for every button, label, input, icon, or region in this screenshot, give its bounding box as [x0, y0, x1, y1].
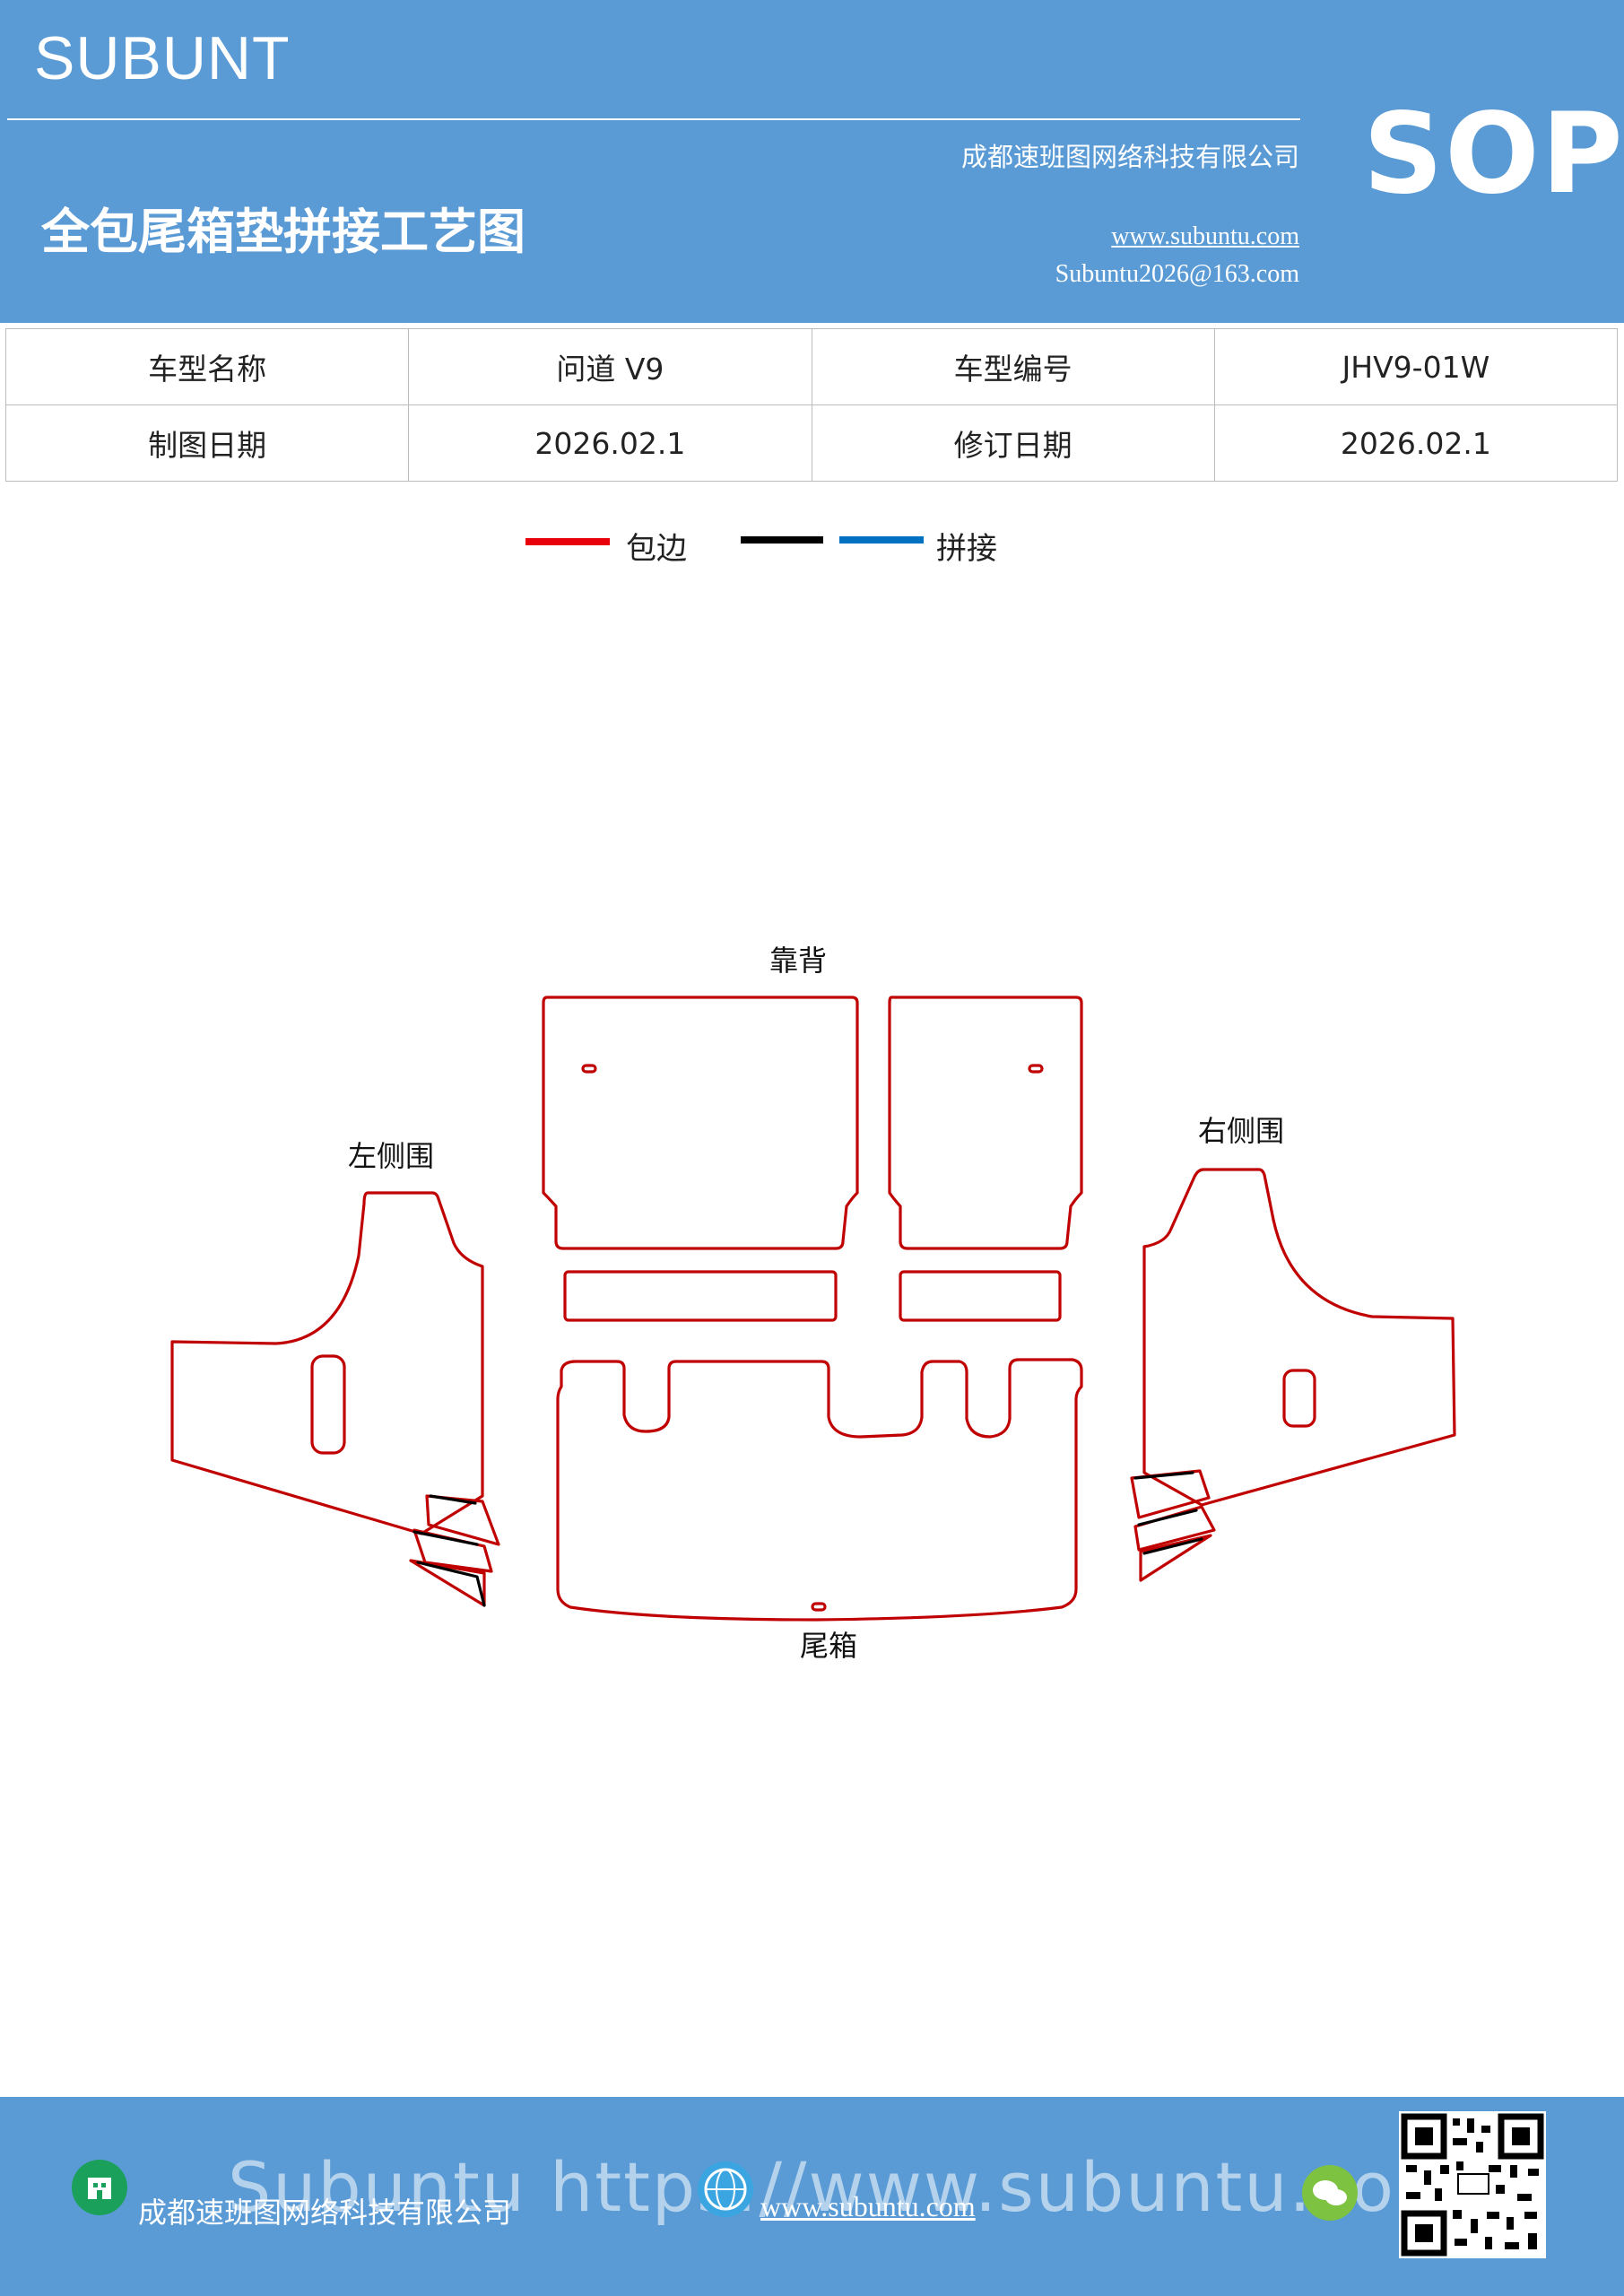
sop-badge: SOP: [1363, 90, 1624, 219]
qr-code: [1399, 2111, 1546, 2258]
left-side-trim-piece: [409, 1559, 486, 1607]
document-title: 全包尾箱垫拼接工艺图: [41, 204, 525, 260]
table-cell: 2026.02.1: [1213, 404, 1619, 482]
website-link[interactable]: www.subuntu.com: [1111, 222, 1299, 250]
header-divider: [7, 118, 1300, 120]
table-cell: 问道 V9: [408, 328, 812, 405]
table-cell: 修订日期: [811, 404, 1215, 482]
label-trunk: 尾箱: [800, 1629, 857, 1663]
middle-strip-left: [563, 1270, 838, 1322]
globe-icon: [698, 2161, 753, 2217]
table-cell: 车型编号: [811, 328, 1215, 405]
wechat-icon: [1302, 2165, 1358, 2221]
mat-pattern-diagram: 靠背 左侧围 右侧围 尾箱: [170, 944, 1456, 1663]
backrest-left-slot: [581, 1064, 597, 1074]
backrest-right-slot: [1028, 1064, 1044, 1074]
trunk-floor-slot: [811, 1602, 827, 1612]
table-row: 制图日期 2026.02.1 修订日期 2026.02.1: [4, 404, 1619, 482]
legend-swatch-black: [741, 536, 823, 544]
legend-label-splice: 拼接: [936, 531, 997, 567]
legend-swatch-splice: [839, 536, 924, 544]
table-row: 车型名称 问道 V9 车型编号 JHV9-01W: [4, 328, 1619, 405]
legend-label-edge: 包边: [626, 531, 687, 567]
table-cell: 2026.02.1: [408, 404, 812, 482]
left-side-panel: [170, 1191, 484, 1535]
label-right-side: 右侧围: [1198, 1114, 1284, 1148]
table-cell: JHV9-01W: [1213, 328, 1619, 405]
middle-strip-right: [899, 1270, 1062, 1322]
line-legend: 包边 拼接: [0, 520, 1624, 583]
footer-banner: Subuntu https://www.subuntu.com 成都速班图网络科…: [0, 2097, 1624, 2296]
label-left-side: 左侧围: [348, 1139, 434, 1173]
table-cell: 制图日期: [4, 404, 410, 482]
footer-watermark: Subuntu https://www.subuntu.com: [228, 2147, 1463, 2227]
building-icon: [72, 2160, 127, 2215]
header-banner: SUBUNT 全包尾箱垫拼接工艺图 成都速班图网络科技有限公司 www.subu…: [0, 0, 1624, 323]
legend-swatch-edge: [525, 538, 610, 545]
backrest-right-panel: [888, 996, 1083, 1250]
trunk-floor-panel: [556, 1358, 1083, 1622]
brand-name: SUBUNT: [34, 24, 291, 92]
right-side-panel: [1142, 1168, 1456, 1507]
left-side-cutout: [310, 1354, 346, 1455]
right-side-splice-line: [1133, 1471, 1203, 1555]
footer-website-link[interactable]: www.subuntu.com: [760, 2190, 976, 2222]
company-name: 成都速班图网络科技有限公司: [960, 142, 1299, 172]
vehicle-info-table: 车型名称 问道 V9 车型编号 JHV9-01W 制图日期 2026.02.1 …: [4, 328, 1619, 482]
right-side-cutout: [1282, 1369, 1316, 1428]
footer-company-name: 成都速班图网络科技有限公司: [138, 2196, 512, 2230]
backrest-left-panel: [542, 996, 859, 1250]
label-backrest: 靠背: [769, 944, 827, 978]
table-cell: 车型名称: [4, 328, 410, 405]
left-side-splice-line: [413, 1494, 486, 1607]
left-side-trim-piece: [425, 1494, 500, 1546]
email-address: Subuntu2026@163.com: [1055, 260, 1299, 288]
right-side-trim-piece: [1139, 1534, 1212, 1582]
